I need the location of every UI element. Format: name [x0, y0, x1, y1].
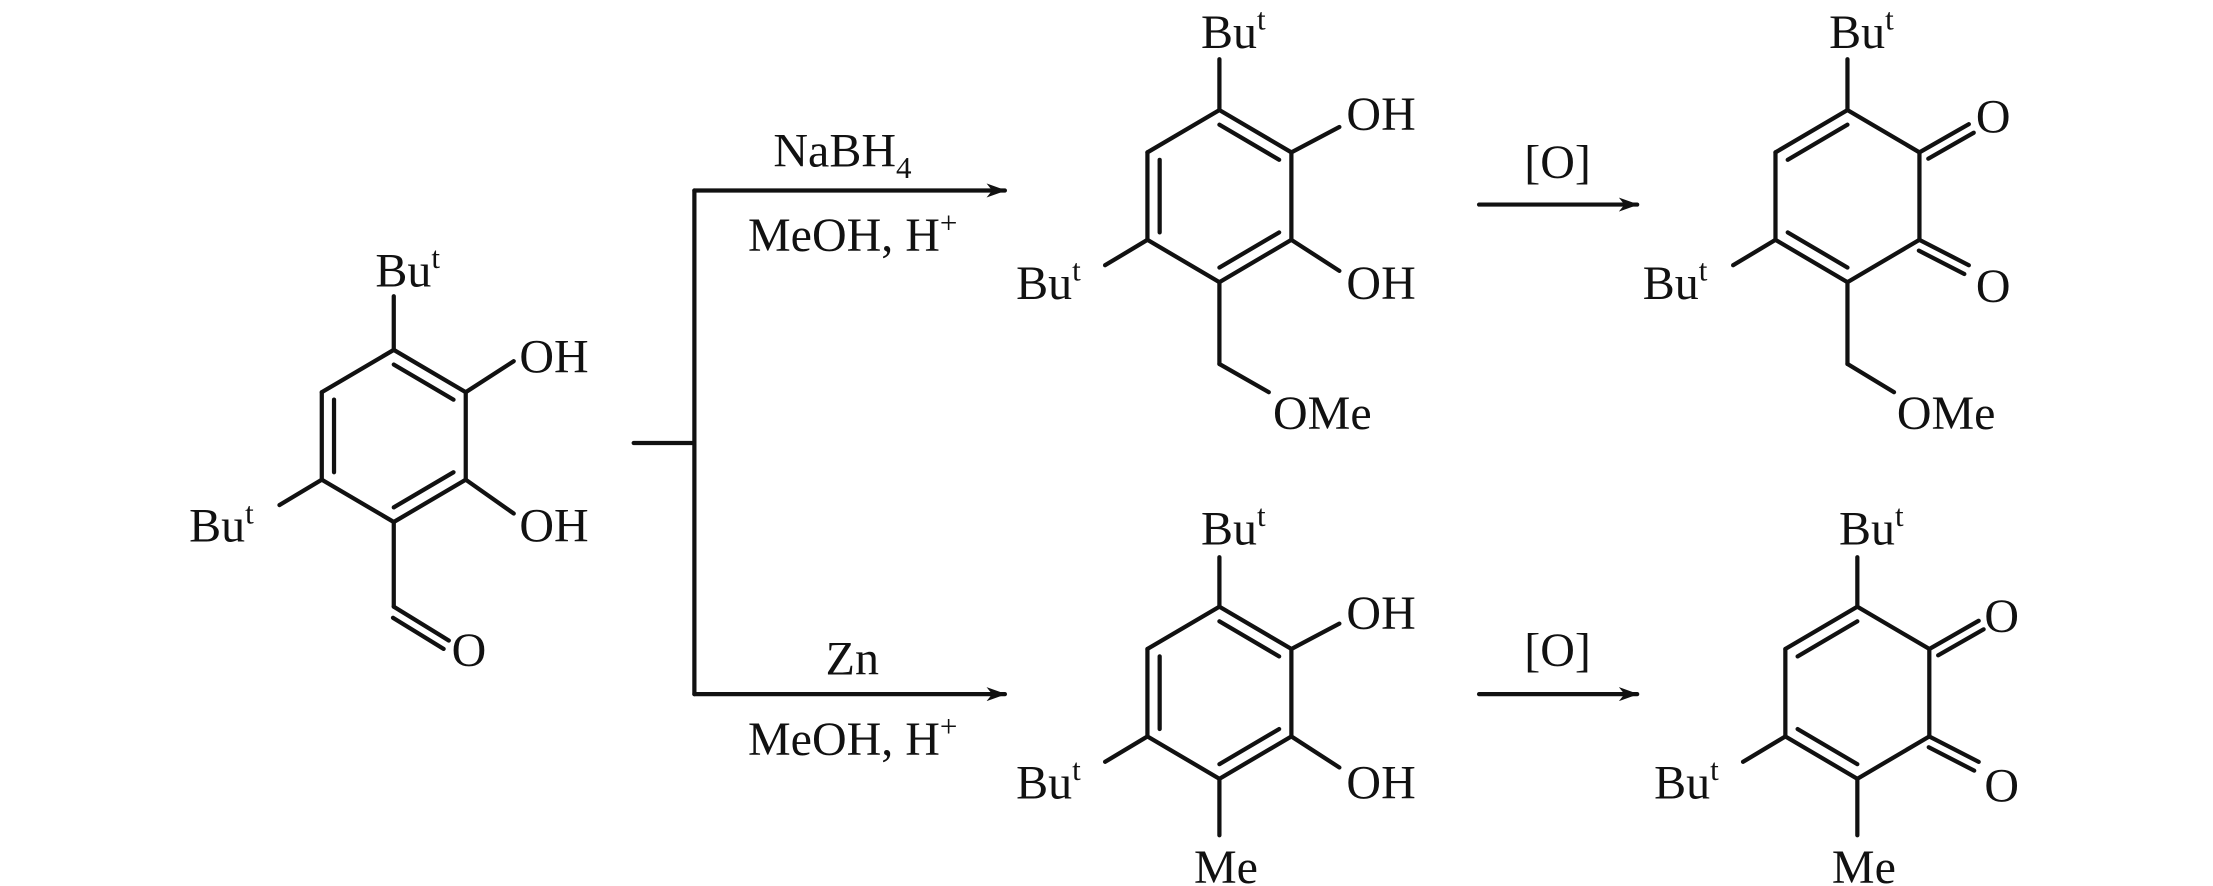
p2-ring-double-bond	[1785, 230, 1850, 270]
sm-ring-bond	[319, 477, 396, 525]
p1-ring-bond	[1217, 107, 1294, 155]
carbonyl-double-bond	[1917, 122, 1971, 155]
product-bottom-catechol: But OH OH But Me	[1016, 498, 1416, 886]
oxidation-label-bottom: [O]	[1524, 624, 1591, 677]
starting-material: But OH OH But O	[189, 240, 589, 677]
p4-ring-bond	[1855, 734, 1932, 781]
tbu-left-label: But	[1654, 752, 1719, 809]
product-top-quinone: But O O But OMe	[1643, 2, 2011, 440]
carbonyl-double-bond	[1926, 130, 1976, 161]
aldehyde-oxygen-label: O	[452, 624, 487, 677]
tbu-bond	[277, 477, 324, 508]
p3-ring-bond	[1145, 734, 1222, 781]
oxygen-top-label: O	[1984, 590, 2019, 643]
tbu-bond	[1102, 237, 1150, 268]
oh-top-label: OH	[1346, 587, 1415, 640]
reagent-nabh4: NaBH4	[773, 124, 912, 184]
p2-ring-bond	[1845, 237, 1922, 285]
oxygen-bottom-label: O	[1976, 260, 2011, 313]
product-bottom-quinone: But O O But Me	[1654, 498, 2019, 886]
tbu-bond	[1731, 237, 1778, 268]
oxygen-top-label: O	[1976, 91, 2011, 144]
tbu-bond	[1102, 734, 1150, 764]
carbonyl-double-bond	[1916, 248, 1967, 277]
oh-bond	[463, 477, 516, 516]
oxygen-bottom-label: O	[1984, 759, 2019, 812]
p4-ring-double-bond	[1795, 619, 1860, 659]
tbu-top-label: But	[1839, 498, 1904, 555]
oh-bond	[1289, 621, 1342, 652]
product-top-catechol: But OH OH But OMe	[1016, 2, 1416, 440]
tbu-left-label: But	[1643, 253, 1708, 310]
oh-bond	[1289, 237, 1342, 273]
p1-ring-bond	[1145, 107, 1222, 155]
oh-bottom-label: OH	[519, 500, 588, 553]
sm-ring-double-bond	[391, 470, 456, 510]
tbu-left-label: But	[1016, 253, 1081, 310]
solvent-top: MeOH, H+	[748, 205, 957, 262]
tbu-bond	[1740, 734, 1788, 764]
carbonyl-double-bond	[1926, 745, 1977, 773]
oh-bond	[463, 359, 516, 395]
oxidation-label-top: [O]	[1524, 136, 1591, 189]
methoxy-label: OMe	[1897, 387, 1996, 440]
p2-ring-double-bond	[1785, 122, 1850, 162]
bonds-layer	[277, 57, 1986, 838]
oh-bottom-label: OH	[1346, 757, 1415, 810]
oh-bottom-label: OH	[1346, 257, 1415, 310]
sm-ring-bond	[391, 477, 468, 525]
carbonyl-double-bond	[1917, 237, 1971, 268]
sm-ring-bond	[319, 347, 396, 395]
p1-ring-bond	[1145, 237, 1222, 285]
p3-ring-bond	[1145, 604, 1222, 652]
ch2-o-bond	[1845, 361, 1897, 395]
reagent-zn: Zn	[826, 632, 879, 685]
p4-ring-bond	[1783, 604, 1860, 652]
sm-ring-double-bond	[391, 362, 456, 402]
tbu-top-label: But	[1201, 2, 1266, 59]
aldehyde-double-bond	[390, 615, 446, 652]
oh-top-label: OH	[1346, 88, 1415, 141]
methyl-label: Me	[1194, 841, 1258, 886]
conditions-top: NaBH4 MeOH, H+	[748, 124, 957, 262]
p3-ring-bond	[1217, 734, 1294, 781]
carbonyl-double-bond	[1927, 618, 1981, 652]
methyl-label: Me	[1832, 841, 1896, 886]
carbonyl-double-bond	[1927, 734, 1981, 764]
p1-ring-double-bond	[1217, 230, 1282, 270]
tbu-left-label: But	[1016, 752, 1081, 809]
tbu-top-label: But	[1201, 498, 1266, 555]
p4-ring-bond	[1783, 734, 1860, 781]
methoxy-label: OMe	[1273, 387, 1372, 440]
p2-ring-bond	[1845, 107, 1922, 155]
p1-ring-bond	[1217, 237, 1294, 285]
oh-top-label: OH	[519, 330, 588, 383]
aldehyde-double-bond	[391, 604, 451, 643]
p2-ring-bond	[1773, 107, 1850, 155]
conditions-bottom: Zn MeOH, H+	[748, 632, 957, 765]
ch2-o-bond	[1217, 361, 1271, 395]
tbu-top-label: But	[375, 240, 440, 297]
p2-ring-bond	[1773, 237, 1850, 285]
sm-ring-bond	[391, 347, 468, 395]
p3-ring-double-bond	[1217, 619, 1282, 659]
p3-ring-double-bond	[1217, 726, 1282, 767]
carbonyl-double-bond	[1936, 627, 1986, 658]
p4-ring-double-bond	[1795, 726, 1860, 767]
p1-ring-double-bond	[1217, 122, 1282, 162]
p3-ring-bond	[1217, 604, 1294, 652]
oh-bond	[1289, 124, 1342, 155]
tbu-top-label: But	[1829, 2, 1894, 59]
p4-ring-bond	[1855, 604, 1932, 652]
oh-bond	[1289, 734, 1342, 770]
tbu-left-label: But	[189, 495, 254, 552]
solvent-bottom: MeOH, H+	[748, 708, 957, 765]
